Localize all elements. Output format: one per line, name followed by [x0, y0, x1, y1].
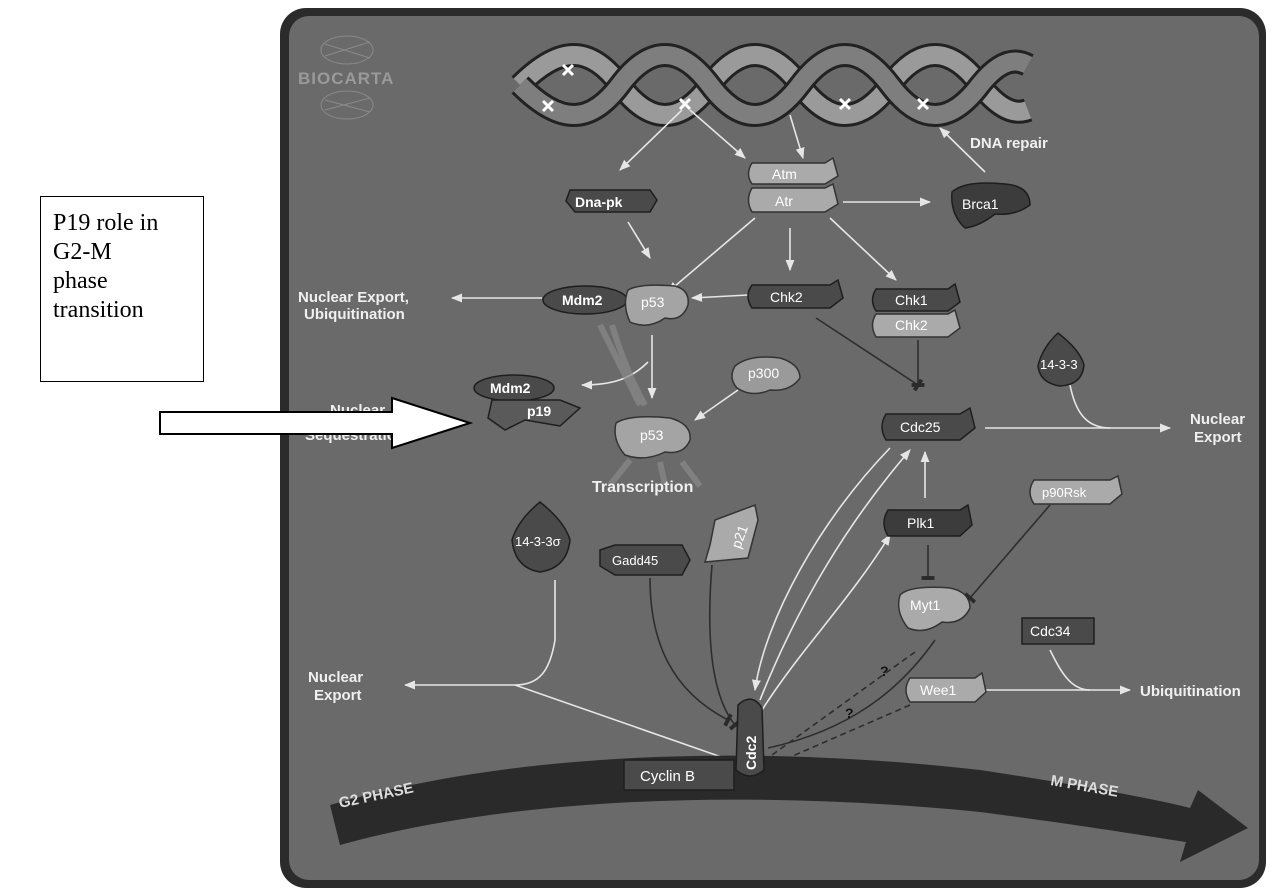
chk2-b-label: Chk2 — [895, 317, 928, 333]
protein-14-3-3-sigma: 14-3-3σ — [511, 501, 571, 573]
protein-chk2: Chk2 — [747, 278, 844, 309]
nuclear-export-right-line1: Nuclear — [1190, 411, 1245, 428]
myt1-label: Myt1 — [910, 597, 941, 613]
mdm2-seq-label: Mdm2 — [490, 380, 531, 396]
nuclear-export-ubiquitination-line2: Ubiquitination — [304, 306, 405, 323]
protein-chk1: Chk1 — [871, 282, 961, 312]
biocarta-logo: BIOCARTA — [298, 35, 394, 120]
nuclear-export-ubiquitination-line1: Nuclear Export, — [298, 289, 409, 306]
protein-dna-pk: Dna-pk — [565, 189, 658, 213]
cdc34-label: Cdc34 — [1030, 623, 1071, 639]
feedback-arrows — [597, 323, 703, 488]
protein-myt1: Myt1 — [897, 586, 971, 632]
callout-line-3: phase — [53, 268, 108, 294]
biocarta-logo-text: BIOCARTA — [298, 69, 394, 88]
protein-p19: p19 — [487, 399, 582, 431]
p300-label: p300 — [748, 365, 779, 381]
callout-line-2: G2-M — [53, 239, 112, 265]
protein-mdm2-seq: Mdm2 — [473, 374, 555, 402]
callout-line-1: P19 role in — [53, 210, 159, 236]
dna-helix — [511, 43, 1034, 127]
gadd45-label: Gadd45 — [612, 553, 658, 568]
p19-label: p19 — [527, 403, 551, 419]
nuclear-export-left-line2: Export — [314, 687, 362, 704]
dna-repair-label: DNA repair — [970, 135, 1048, 152]
cyclin-b-label: Cyclin B — [640, 768, 695, 785]
protein-gadd45: Gadd45 — [599, 544, 691, 576]
protein-p53-mid: p53 — [614, 416, 691, 459]
question-mark-2: ? — [845, 705, 854, 721]
14-3-3-label: 14-3-3 — [1040, 357, 1078, 372]
protein-brca1: Brca1 — [951, 182, 1031, 229]
wee1-label: Wee1 — [920, 682, 957, 698]
protein-atm: Atm — [747, 156, 839, 185]
chk1-label: Chk1 — [895, 292, 928, 308]
plk1-label: Plk1 — [907, 515, 934, 531]
cdc25-label: Cdc25 — [900, 419, 941, 435]
protein-p21: p21 — [703, 503, 759, 563]
protein-p300: p300 — [731, 356, 801, 395]
pointer-arrow — [159, 396, 474, 450]
protein-cdc2: Cdc2 — [735, 698, 765, 777]
atm-label: Atm — [772, 166, 797, 182]
callout-line-4: transition — [53, 297, 144, 323]
question-mark-1: ? — [880, 663, 889, 679]
diagram-panel-inner — [289, 16, 1259, 880]
protein-chk2-b: Chk2 — [871, 308, 961, 338]
protein-p53-top: p53 — [624, 284, 689, 326]
protein-p90rsk: p90Rsk — [1029, 474, 1123, 505]
protein-atr: Atr — [747, 182, 839, 213]
nuclear-export-right-line2: Export — [1194, 429, 1242, 446]
protein-cdc34: Cdc34 — [1021, 617, 1095, 645]
transcription-label: Transcription — [592, 479, 693, 496]
protein-14-3-3: 14-3-3 — [1037, 332, 1085, 387]
nuclear-export-left-line1: Nuclear — [308, 669, 363, 686]
p90rsk-label: p90Rsk — [1042, 485, 1087, 500]
p21-label: p21 — [728, 523, 751, 551]
protein-mdm2-top: Mdm2 — [542, 285, 628, 315]
cdc2-label: Cdc2 — [743, 736, 759, 770]
protein-cyclin-b: Cyclin B — [623, 759, 735, 791]
protein-plk1: Plk1 — [883, 503, 973, 537]
protein-cdc25: Cdc25 — [881, 406, 976, 441]
14-3-3-sigma-label: 14-3-3σ — [515, 534, 561, 549]
dna-pk-label: Dna-pk — [575, 194, 623, 210]
chk2-label: Chk2 — [770, 289, 803, 305]
ubiquitination-label: Ubiquitination — [1140, 683, 1241, 700]
callout-box: P19 role in G2-M phase transition — [40, 196, 204, 382]
protein-wee1: Wee1 — [905, 671, 987, 703]
activation-arrows — [403, 109, 1172, 761]
p53-mid-label: p53 — [640, 427, 664, 443]
p53-top-label: p53 — [641, 294, 665, 310]
mdm2-top-label: Mdm2 — [562, 292, 603, 308]
brca1-label: Brca1 — [962, 196, 999, 212]
atr-label: Atr — [775, 193, 793, 209]
